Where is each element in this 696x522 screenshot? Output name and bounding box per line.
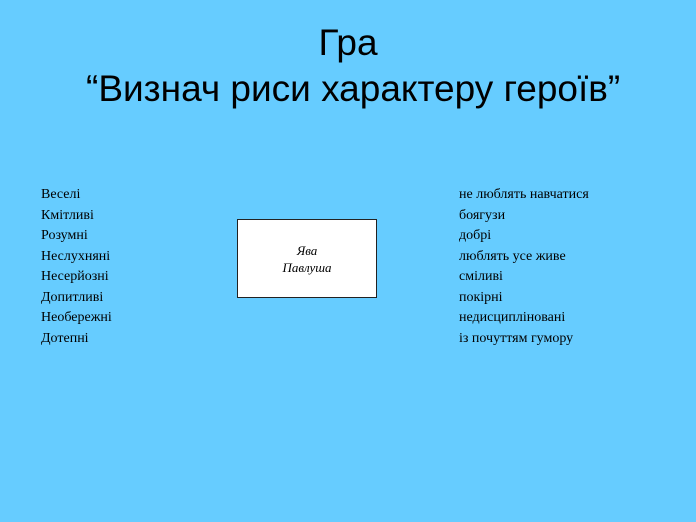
list-item: люблять усе живе (459, 248, 566, 264)
list-item: недисципліновані (459, 310, 566, 325)
list-item: Необережні (41, 310, 112, 325)
list-item: Веселі (41, 187, 81, 202)
traits-list-left: Веселі Кмітливі Розумні Неслухняні Несер… (41, 185, 112, 349)
list-item: сміливі (459, 269, 503, 284)
list-item: Дотепні (41, 330, 89, 346)
list-item: Несерйозні (41, 269, 109, 284)
list-item: Кмітливі (41, 207, 94, 223)
list-item: Допитливі (41, 289, 104, 305)
traits-list-right: не люблять навчатися боягузи добрі любля… (459, 185, 589, 349)
title-line-2: “Визнач риси характеру героїв” (75, 68, 621, 109)
list-item: покірні (459, 289, 503, 305)
heroes-box: Ява Павлуша (237, 219, 377, 298)
list-item: Неслухняні (41, 248, 111, 264)
list-item: із почуттям гумору (459, 330, 574, 346)
list-item: Розумні (41, 228, 88, 243)
title-line-1: Гра (318, 22, 378, 63)
list-item: добрі (459, 228, 492, 243)
hero-name-pavlusha: Павлуша (282, 259, 332, 275)
list-item: не люблять навчатися (459, 187, 589, 202)
list-item: боягузи (459, 207, 506, 223)
hero-name-yava: Ява (296, 242, 318, 258)
slide-title: Гра “Визнач риси характеру героїв” (0, 20, 696, 112)
